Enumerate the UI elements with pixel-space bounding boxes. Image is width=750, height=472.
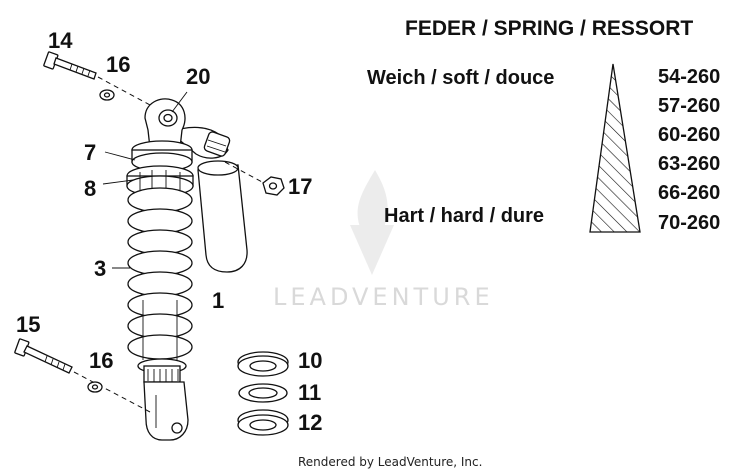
spring [127, 187, 193, 360]
shock-absorber [126, 98, 248, 441]
ring-12 [237, 409, 289, 436]
callout-12: 12 [298, 410, 322, 435]
callout-17: 17 [288, 174, 312, 199]
callout-15: 15 [16, 312, 40, 337]
rate-1: 54-260 [658, 66, 720, 88]
hardness-wedge [589, 63, 641, 233]
callout-11: 11 [298, 380, 321, 405]
watermark: LEADVENTURE [273, 170, 494, 311]
callout-8: 8 [84, 176, 96, 201]
bolt-top [43, 51, 97, 80]
ring-11 [238, 383, 288, 403]
spring-table-title: FEDER / SPRING / RESSORT [405, 17, 693, 40]
hard-label: Hart / hard / dure [384, 205, 544, 227]
soft-label: Weich / soft / douce [367, 67, 554, 89]
nut [262, 176, 285, 196]
callout-16-bottom: 16 [89, 348, 113, 373]
callout-16-top: 16 [106, 52, 130, 77]
callout-1: 1 [212, 288, 224, 313]
ring-10 [237, 351, 289, 377]
callout-20: 20 [186, 64, 210, 89]
reservoir [197, 164, 248, 273]
leadventure-flame-icon [350, 170, 394, 275]
watermark-text: LEADVENTURE [273, 283, 494, 311]
footer-credit: Rendered by LeadVenture, Inc. [298, 455, 482, 469]
spring-table: FEDER / SPRING / RESSORT Weich / soft / … [367, 17, 720, 234]
callout-10: 10 [298, 348, 322, 373]
rate-5: 66-260 [658, 182, 720, 204]
rate-4: 63-260 [658, 153, 720, 175]
rate-3: 60-260 [658, 124, 720, 146]
bolt-bottom [14, 338, 73, 374]
callouts: 14 16 20 7 8 17 3 1 15 16 10 11 12 [16, 28, 322, 435]
rate-6: 70-260 [658, 212, 720, 234]
leader-lines [102, 91, 188, 269]
callout-3: 3 [94, 256, 106, 281]
callout-7: 7 [84, 140, 96, 165]
callout-14: 14 [48, 28, 73, 53]
rate-2: 57-260 [658, 95, 720, 117]
